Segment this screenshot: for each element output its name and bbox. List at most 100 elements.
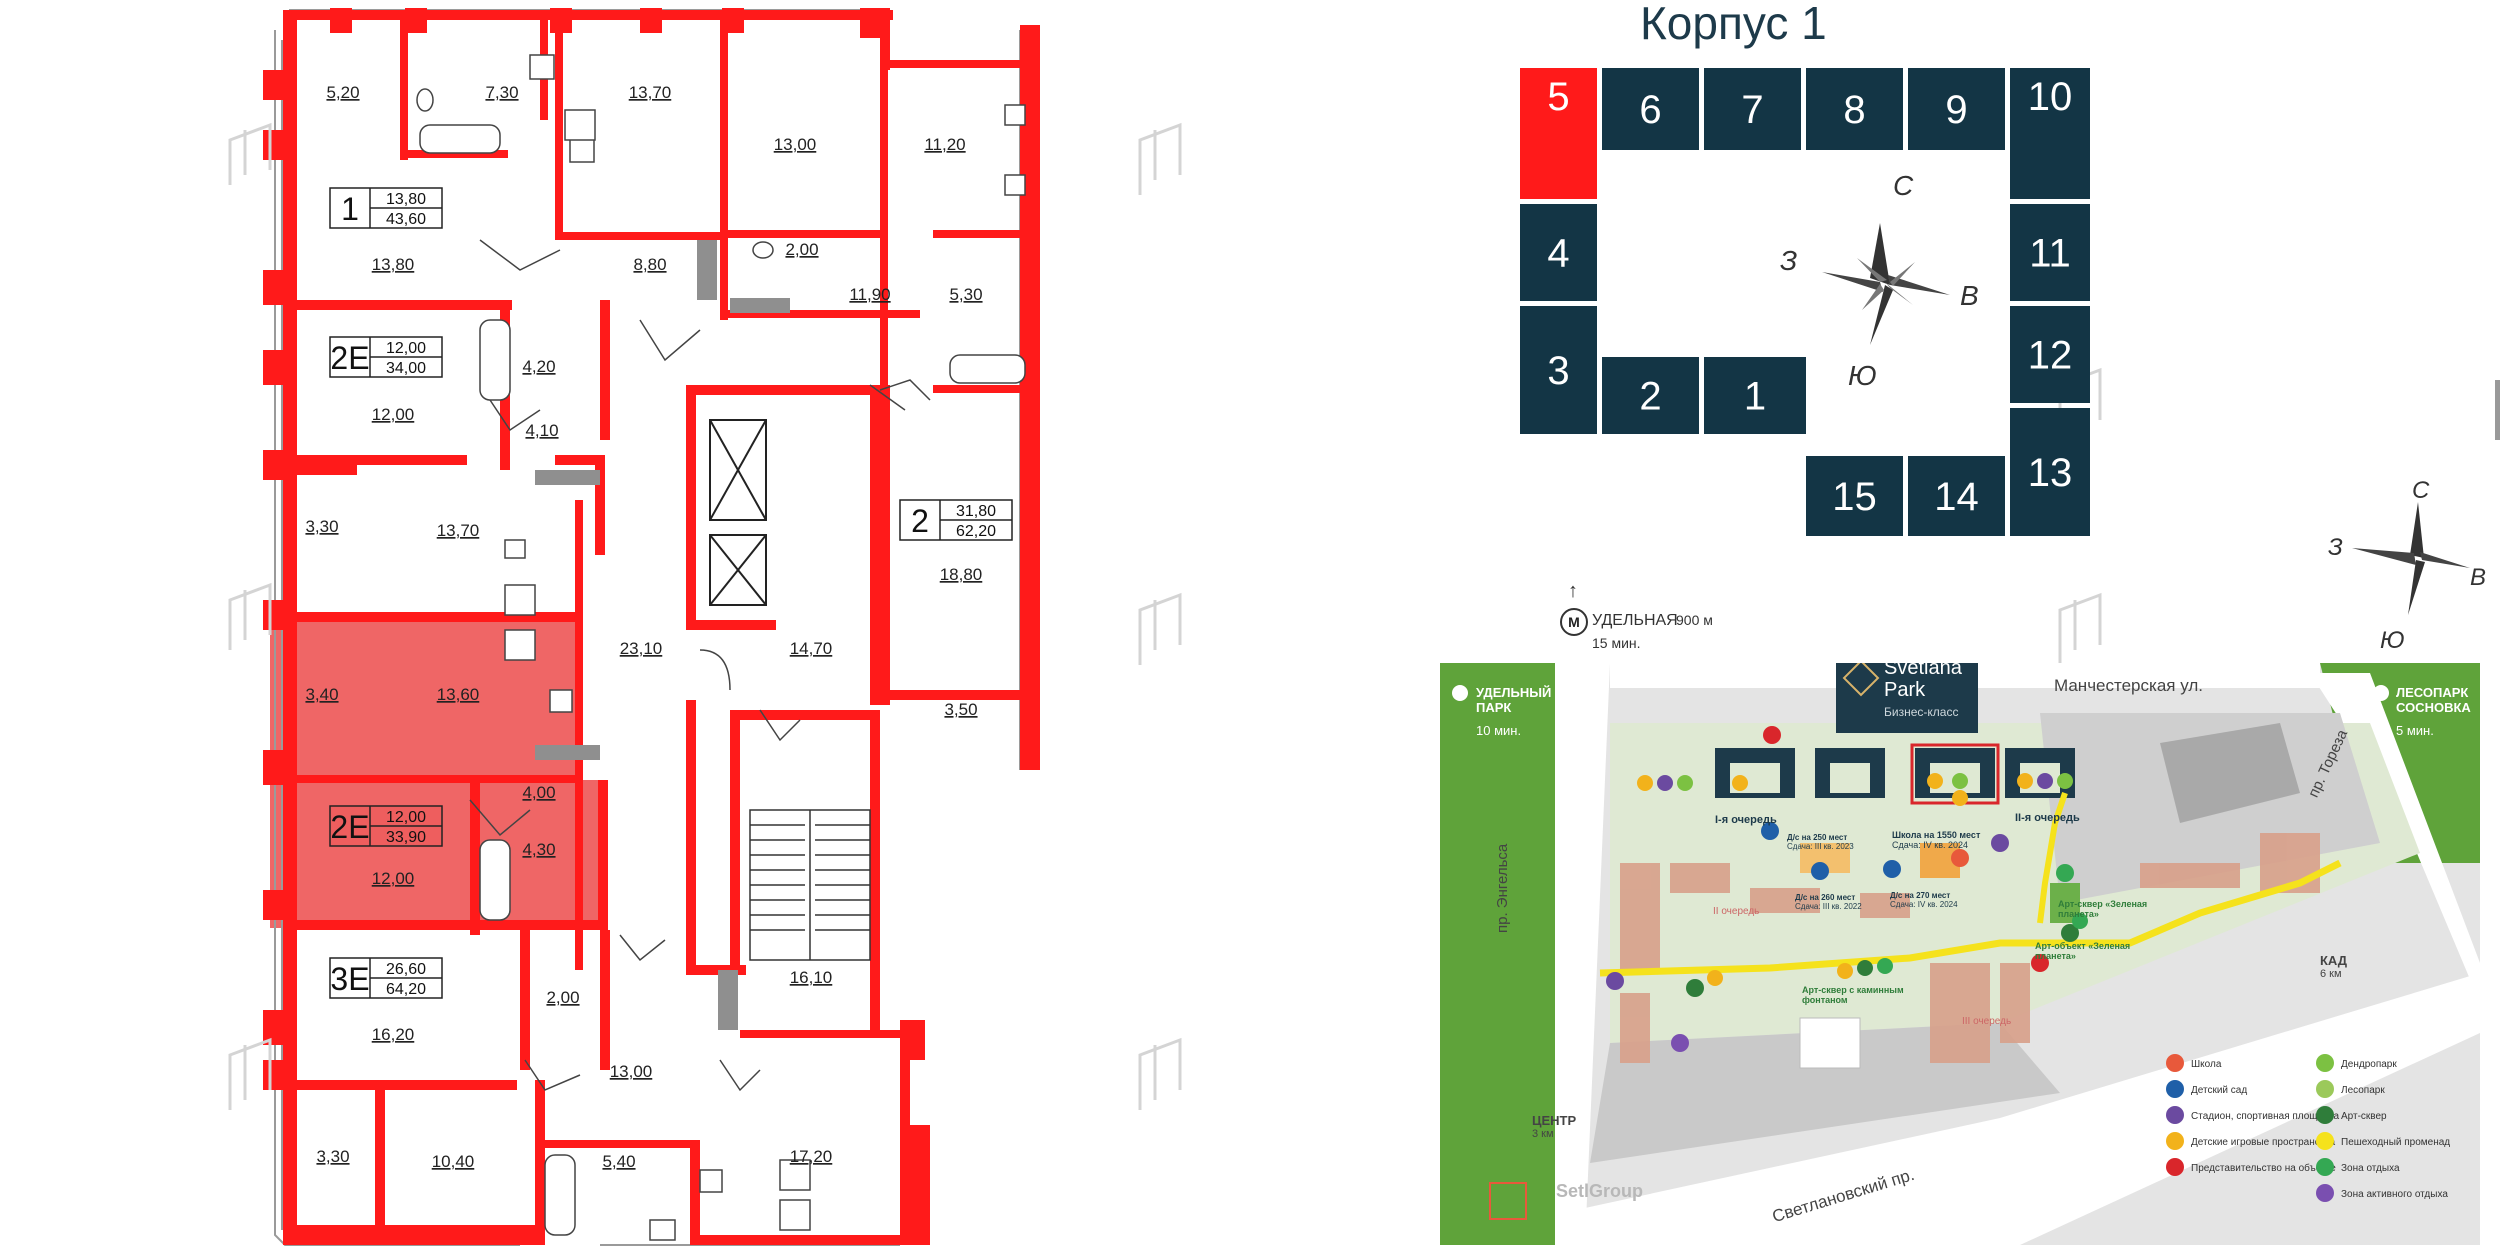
section-6-button[interactable]: 6 (1602, 68, 1699, 150)
legend-item: Детские игровые пространства (2166, 1132, 2336, 1150)
bathroom-fixtures (416, 54, 1026, 1241)
legend-icon (2316, 1080, 2334, 1098)
park-right-time: 5 мин. (2396, 723, 2434, 738)
compass-rose: С З В Ю (1780, 170, 1979, 391)
room-area-label: 13,80 (372, 255, 415, 274)
legend-icon (2166, 1158, 2184, 1176)
queue-label-b: III очередь (1962, 1016, 2012, 1027)
room-area-label: 23,10 (620, 639, 663, 658)
room-area-label: 18,80 (940, 565, 983, 584)
room-area-label: 4,10 (525, 421, 558, 440)
section-1-button[interactable]: 1 (1704, 357, 1806, 434)
legend-icon (2316, 1054, 2334, 1072)
legend-label: Школа (2191, 1059, 2222, 1070)
room-area-label: 11,90 (849, 285, 890, 304)
section-label: 11 (2029, 232, 2071, 276)
apartment-living-area: 26,60 (386, 961, 426, 978)
legend-icon (2166, 1080, 2184, 1098)
legend-label: Зона активного отдыха (2341, 1189, 2448, 1200)
street-west: пр. Энгельса (1494, 843, 1511, 933)
apartment-rooms: 3Е (330, 961, 369, 997)
room-area-label: 8,80 (633, 255, 666, 274)
section-8-button[interactable]: 8 (1806, 68, 1903, 150)
residential-blocks (1715, 748, 2075, 798)
legend-label: Арт-сквер (2341, 1111, 2387, 1122)
door-swings (469, 239, 931, 1092)
room-area-label: 5,40 (602, 1152, 635, 1171)
pedestrian-promenade (1599, 859, 2342, 977)
room-area-label: 13,70 (629, 83, 672, 102)
section-10-button[interactable]: 10 (2010, 68, 2090, 199)
legend-icon (2166, 1054, 2184, 1072)
room-area-label: 13,00 (774, 135, 817, 154)
section-9-button[interactable]: 9 (1908, 68, 2005, 150)
section-13-button[interactable]: 13 (2010, 408, 2090, 536)
section-14-button[interactable]: 14 (1908, 456, 2005, 536)
section-label: 6 (1639, 88, 1661, 132)
queue-1-label: I-я очередь (1715, 814, 1777, 826)
section-2-button[interactable]: 2 (1602, 357, 1699, 434)
metro-info: ↑ М УДЕЛЬНАЯ 900 м 15 мин. (1560, 580, 1730, 660)
apartment-total-area: 64,20 (386, 981, 426, 998)
legend-icon (2316, 1132, 2334, 1150)
legend-item: Представительство на объекте (2166, 1158, 2336, 1176)
section-label: 14 (1934, 475, 1979, 519)
section-label: 4 (1547, 232, 1569, 276)
legend-label: Пешеходный променад (2341, 1137, 2450, 1148)
compass-small-s: Ю (2380, 627, 2405, 654)
room-area-label: 4,20 (522, 357, 555, 376)
room-area-label: 2,00 (785, 240, 818, 259)
room-area-label: 13,60 (437, 685, 480, 704)
legend-item: Зона отдыха (2316, 1158, 2400, 1176)
legend-icon (2316, 1158, 2334, 1176)
section-5-button[interactable]: 5 (1520, 68, 1597, 199)
room-area-label: 4,00 (522, 783, 555, 802)
room-area-label: 3,50 (944, 700, 977, 719)
street-north: Манчестерская ул. (2054, 676, 2203, 695)
staircase (749, 809, 871, 961)
section-12-button[interactable]: 12 (2010, 306, 2090, 403)
developer-logo: SetlGroup (1556, 1181, 1644, 1201)
park-left-time: 10 мин. (1476, 723, 1522, 738)
apartment-living-area: 31,80 (956, 503, 996, 520)
legend-icon (2166, 1106, 2184, 1124)
park-left-area (1440, 663, 1555, 1245)
arrow-up-icon: ↑ (1568, 580, 1578, 602)
brand-class: Бизнес-класс (1884, 705, 1959, 719)
room-area-label: 10,40 (432, 1152, 475, 1171)
room-area-label: 11,20 (924, 135, 965, 154)
section-4-button[interactable]: 4 (1520, 204, 1597, 301)
apartment-rooms: 2Е (330, 340, 369, 376)
room-area-label: 12,00 (372, 869, 415, 888)
section-3-button[interactable]: 3 (1520, 306, 1597, 434)
room-area-label: 13,70 (437, 521, 480, 540)
section-11-button[interactable]: 11 (2010, 204, 2090, 301)
section-7-button[interactable]: 7 (1704, 68, 1801, 150)
legend-label: Детский сад (2191, 1085, 2247, 1096)
room-area-label: 3,30 (305, 517, 338, 536)
apartment-info-box[interactable]: 3Е 26,60 64,20 (329, 957, 443, 999)
section-label: 8 (1843, 88, 1865, 132)
brand-badge: Svetlana Park Бизнес-класс (1836, 663, 1978, 733)
legend-label: Лесопарк (2341, 1085, 2385, 1096)
legend-item: Арт-сквер (2316, 1106, 2387, 1124)
section-15-button[interactable]: 15 (1806, 456, 1903, 536)
room-area-label: 16,20 (372, 1025, 415, 1044)
apartment-living-area: 13,80 (386, 191, 426, 208)
queue-label-a: II очередь (1713, 906, 1760, 917)
section-label: 3 (1547, 349, 1569, 393)
compass-w: З (1780, 245, 1797, 276)
highlighted-apartment[interactable] (270, 620, 605, 928)
section-label: 5 (1547, 75, 1569, 119)
art-square-1-label: Арт-сквер «Зеленая планета» (2058, 899, 2148, 919)
apartment-total-area: 34,00 (386, 360, 426, 377)
room-area-label: 13,00 (610, 1062, 653, 1081)
